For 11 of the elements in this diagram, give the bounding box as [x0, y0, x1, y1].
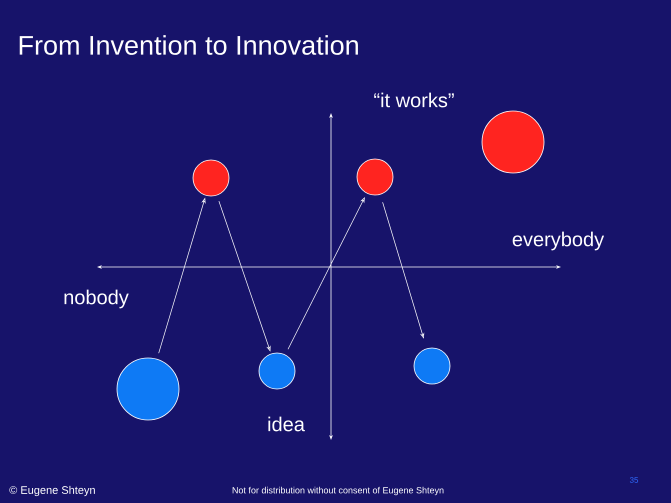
circle — [116, 358, 180, 420]
circle — [482, 110, 544, 174]
circle — [192, 160, 230, 196]
circle — [258, 352, 296, 390]
axis-label: “it works” — [374, 92, 454, 108]
page-number: 35 — [630, 477, 638, 483]
slide-title: From Invention to Innovation — [20, 35, 358, 55]
copyright-note: © Eugene Shteyn — [9, 486, 95, 496]
circle — [414, 348, 450, 384]
footer-note: Not for distribution without consent of Eugene Shteyn — [232, 486, 444, 496]
circle — [356, 158, 394, 196]
